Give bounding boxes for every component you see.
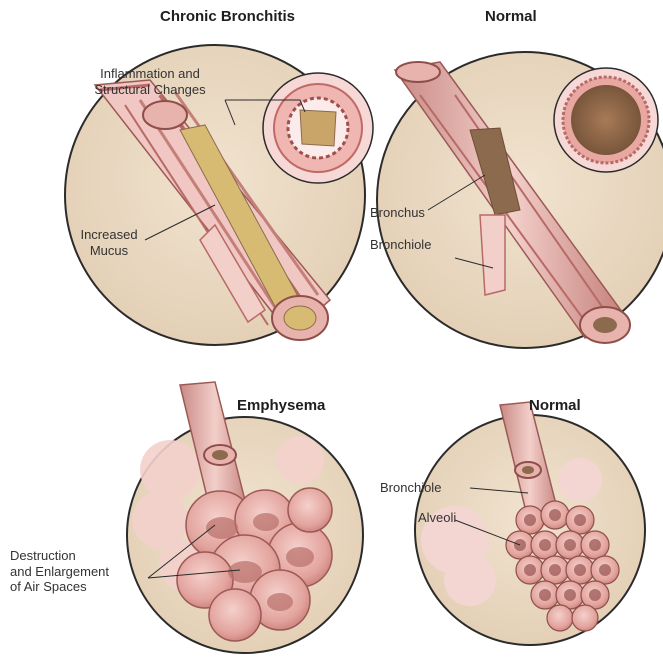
- inflammation-label-line1: Inflammation and: [68, 66, 232, 82]
- mucus-label-line1: Increased: [64, 227, 154, 243]
- alveoli-label: Alveoli: [418, 510, 456, 526]
- mucus-label: Increased Mucus: [64, 227, 154, 258]
- normal-airway-illustration: [377, 52, 663, 348]
- inflammation-label: Inflammation and Structural Changes: [68, 66, 232, 97]
- normal-cross-section: [554, 68, 658, 172]
- chronic-bronchitis-title: Chronic Bronchitis: [160, 8, 295, 26]
- bronchitis-cross-section: [263, 73, 373, 183]
- normal-airway-title: Normal: [485, 8, 537, 26]
- bronchus-label: Bronchus: [370, 205, 425, 221]
- bronchiole-label-top: Bronchiole: [370, 237, 431, 253]
- mucus-label-line2: Mucus: [64, 243, 154, 259]
- bronchiole-label-bottom: Bronchiole: [380, 480, 441, 496]
- inflammation-label-line2: Structural Changes: [68, 82, 232, 98]
- destruction-label-line1: Destruction: [10, 548, 109, 564]
- destruction-label-line2: and Enlargement: [10, 564, 109, 580]
- emphysema-illustration: [127, 382, 363, 653]
- emphysema-title: Emphysema: [237, 397, 325, 415]
- destruction-label: Destruction and Enlargement of Air Space…: [10, 548, 109, 595]
- normal-alveoli-title: Normal: [529, 397, 581, 415]
- destruction-label-line3: of Air Spaces: [10, 579, 109, 595]
